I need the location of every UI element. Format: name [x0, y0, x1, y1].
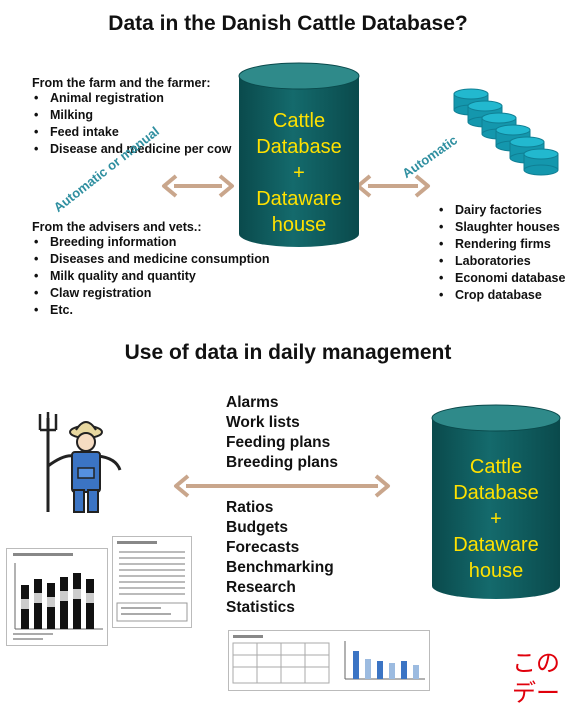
overlay-text: この デー — [512, 649, 560, 707]
farm-list: Animal registration Milking Feed intake … — [32, 90, 242, 158]
database-line: Cattle — [469, 456, 523, 478]
advisers-section: From the advisers and vets.: Breeding in… — [32, 220, 332, 319]
database-line: house — [271, 214, 327, 236]
cylinder-shape — [238, 62, 360, 247]
report-table-thumbnail — [112, 536, 192, 628]
list-item: Research — [226, 579, 296, 596]
list-item: Work lists — [226, 414, 300, 431]
disk-stack-icon — [453, 88, 559, 176]
database-line: house — [468, 560, 524, 582]
cattle-database-cylinder: Cattle Database + Dataware house — [237, 62, 361, 248]
list-item: Laboratories — [437, 253, 576, 270]
report-benchmark-thumbnail — [228, 630, 430, 691]
list-item: Animal registration — [32, 90, 242, 107]
outputs-list-bottom: Ratios Budgets Forecasts Benchmarking Re… — [226, 498, 334, 618]
external-list: Dairy factories Slaughter houses Renderi… — [437, 202, 576, 304]
double-arrow-bottom — [174, 474, 390, 498]
external-sources: Dairy factories Slaughter houses Renderi… — [437, 202, 576, 304]
list-item: Milking — [32, 107, 242, 124]
database-line: Cattle — [272, 110, 326, 132]
list-item: Etc. — [32, 302, 332, 319]
advisers-heading: From the advisers and vets.: — [32, 220, 202, 234]
report-chart-thumbnail — [6, 548, 108, 646]
database-line: Database — [453, 482, 539, 504]
list-item: Claw registration — [32, 285, 332, 302]
database-line: + — [490, 508, 502, 530]
list-item: Forecasts — [226, 539, 300, 556]
database-label: Cattle Database + Dataware house — [237, 108, 361, 238]
database-label: Cattle Database + Dataware house — [430, 454, 562, 584]
database-line: Dataware — [256, 188, 342, 210]
list-item: Rendering firms — [437, 236, 576, 253]
list-item: Economi database — [437, 270, 576, 287]
list-item: Feed intake — [32, 124, 242, 141]
bottom-title: Use of data in daily management — [124, 341, 452, 364]
list-item: Slaughter houses — [437, 219, 576, 236]
farm-section: From the farm and the farmer: Animal reg… — [32, 76, 242, 158]
list-item: Budgets — [226, 519, 288, 536]
list-item: Milk quality and quantity — [32, 268, 332, 285]
list-item: Crop database — [437, 287, 576, 304]
farmer-with-pitchfork-icon — [38, 412, 122, 513]
farm-heading: From the farm and the farmer: — [32, 76, 211, 90]
database-line: Dataware — [453, 534, 539, 556]
double-arrow-right — [356, 174, 430, 198]
list-item: Alarms — [226, 394, 279, 411]
cattle-database-cylinder: Cattle Database + Dataware house — [430, 404, 562, 600]
list-item: Ratios — [226, 499, 274, 516]
list-item: Benchmarking — [226, 559, 334, 576]
list-item: Diseases and medicine consumption — [32, 251, 332, 268]
list-item: Dairy factories — [437, 202, 576, 219]
list-item: Feeding plans — [226, 434, 331, 451]
database-line: + — [293, 162, 305, 184]
top-title: Data in the Danish Cattle Database? — [108, 12, 468, 35]
list-item: Statistics — [226, 599, 295, 616]
database-line: Database — [256, 136, 342, 158]
list-item: Disease and medicine per cow — [32, 141, 242, 158]
list-item: Breeding information — [32, 234, 332, 251]
list-item: Breeding plans — [226, 454, 338, 471]
outputs-list-top: Alarms Work lists Feeding plans Breeding… — [226, 393, 338, 473]
advisers-list: Breeding information Diseases and medici… — [32, 234, 332, 319]
cylinder-shape — [431, 404, 561, 599]
double-arrow-left — [162, 174, 234, 198]
